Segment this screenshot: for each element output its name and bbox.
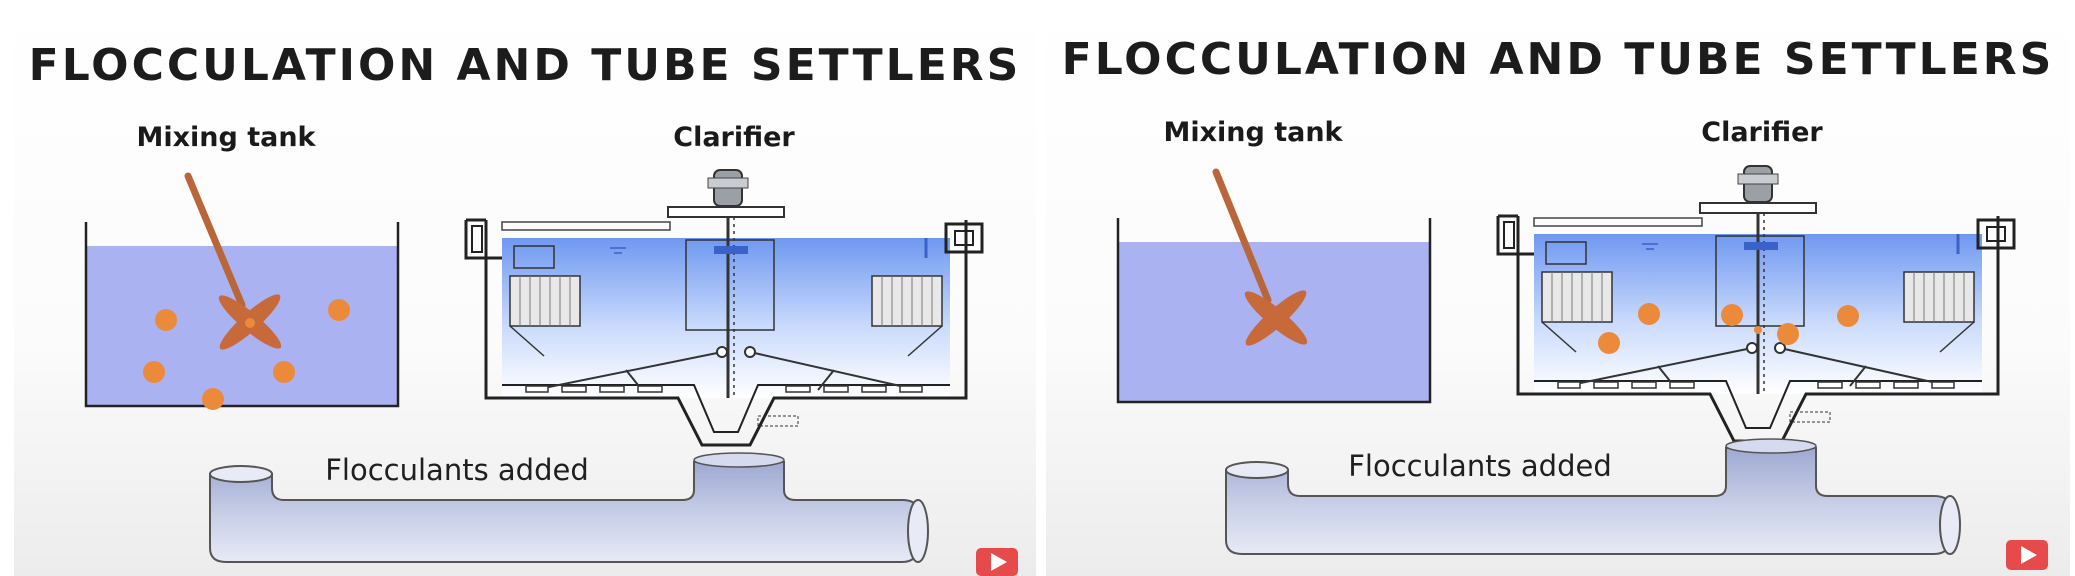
play-icon: [2021, 546, 2037, 564]
page-title: FLOCCULATION AND TUBE SETTLERS: [29, 40, 1022, 91]
floc-particle: [1638, 303, 1660, 325]
mixing-tank-label: Mixing tank: [1163, 117, 1343, 148]
tube-settler-left: [1541, 241, 1613, 353]
floc-particle: [1777, 323, 1799, 345]
floc-particle: [1721, 304, 1743, 326]
mixer-paddle: [1212, 168, 1308, 346]
clarifier-label: Clarifier: [1701, 117, 1823, 148]
clarifier: [464, 169, 984, 447]
feed-pipe: [209, 452, 929, 563]
floc-particle: [143, 361, 165, 383]
floc-particle: [1598, 332, 1620, 354]
floc-particle: [328, 299, 350, 321]
pipe-label: Flocculants added: [325, 453, 589, 487]
play-icon: [991, 553, 1007, 571]
tube-settler-right: [871, 238, 943, 357]
play-button[interactable]: [976, 548, 1018, 576]
floc-particle: [1754, 326, 1762, 334]
left-panel: FLOCCULATION AND TUBE SETTLERS Mixing ta…: [14, 0, 1036, 576]
mixing-tank-label: Mixing tank: [136, 122, 316, 153]
floc-particles: [1598, 303, 1859, 354]
play-button[interactable]: [2006, 540, 2048, 570]
left-diagram: FLOCCULATION AND TUBE SETTLERS Mixing ta…: [29, 40, 1022, 576]
floc-particle: [155, 309, 177, 331]
floc-particle: [273, 361, 295, 383]
right-panel: FLOCCULATION AND TUBE SETTLERS Mixing ta…: [1046, 0, 2070, 576]
clarifier: [1496, 165, 2016, 443]
floc-particle: [1837, 305, 1859, 327]
floc-particles: [143, 299, 350, 410]
tube-settler-right: [1903, 234, 1975, 353]
panel-divider: [1036, 0, 1046, 576]
clarifier-label: Clarifier: [673, 122, 795, 153]
feed-pipe: [1225, 438, 1961, 555]
pipe-label: Flocculants added: [1348, 449, 1612, 483]
floc-particle: [245, 318, 255, 328]
tube-settler-left: [509, 245, 581, 357]
page-title: FLOCCULATION AND TUBE SETTLERS: [1062, 34, 2055, 85]
floc-particle: [202, 388, 224, 410]
right-diagram: FLOCCULATION AND TUBE SETTLERS Mixing ta…: [1062, 34, 2055, 570]
